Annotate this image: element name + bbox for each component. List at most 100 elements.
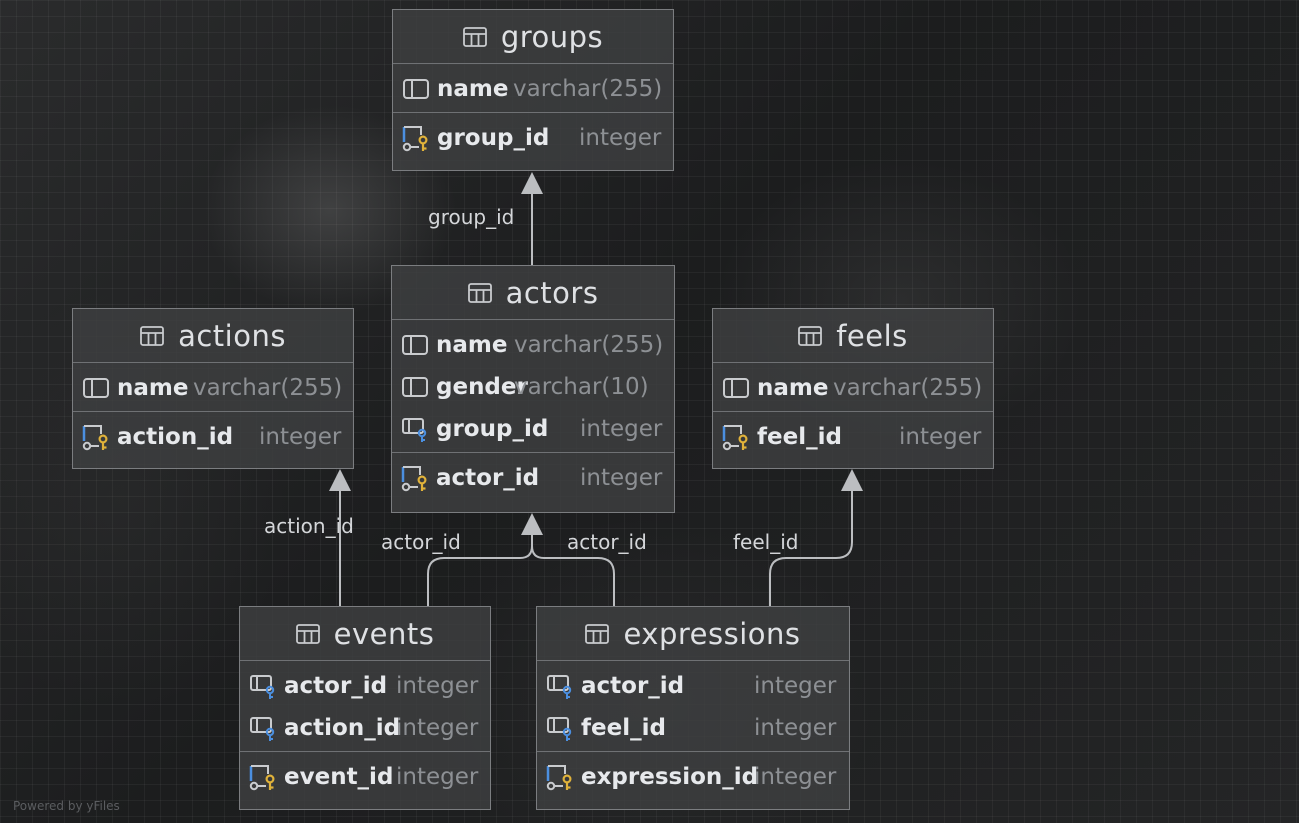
table-title: feels	[836, 318, 908, 353]
column-row[interactable]: feel_id integer	[713, 416, 993, 458]
relation-label-group-id: group_id	[428, 205, 515, 229]
column-type: integer	[396, 764, 479, 790]
table-header[interactable]: groups	[393, 10, 673, 64]
relation-label-action-id: action_id	[264, 514, 354, 538]
column-name: group_id	[437, 125, 550, 151]
table-header[interactable]: actors	[392, 266, 674, 320]
column-type: integer	[579, 125, 662, 151]
column-name: actor_id	[284, 673, 388, 699]
column-name: feel_id	[757, 424, 842, 450]
relation-arrow-groups	[521, 172, 543, 194]
column-name: name	[436, 332, 508, 358]
column-row[interactable]: group_id integer	[393, 117, 673, 159]
column-name: feel_id	[581, 715, 666, 741]
relation-arrow-actors	[521, 513, 543, 535]
table-icon	[295, 623, 320, 644]
table-title: groups	[500, 19, 604, 54]
table-title: actions	[178, 318, 286, 353]
relation-arrow-actions	[329, 469, 351, 491]
table-header[interactable]: feels	[713, 309, 993, 363]
column-name: event_id	[284, 764, 394, 790]
column-type: varchar(255)	[833, 375, 983, 401]
column-row[interactable]: feel_id integer	[537, 707, 849, 749]
primary-key-icon	[721, 422, 751, 452]
relation-label-actor-id-events: actor_id	[381, 530, 461, 554]
relation-events-actors[interactable]	[427, 518, 533, 606]
column-row[interactable]: actor_id integer	[240, 665, 490, 707]
foreign-key-icon	[248, 671, 278, 701]
primary-key-icon	[400, 463, 430, 493]
relation-expressions-feels[interactable]	[769, 474, 853, 606]
column-type: varchar(255)	[513, 76, 663, 102]
foreign-key-icon	[545, 713, 575, 743]
column-icon	[401, 74, 431, 104]
column-type: integer	[754, 673, 837, 699]
column-name: action_id	[284, 715, 401, 741]
table-title: expressions	[623, 616, 801, 651]
column-name: name	[437, 76, 509, 102]
column-type: varchar(10)	[514, 374, 649, 400]
primary-key-icon	[401, 123, 431, 153]
column-row[interactable]: actor_id integer	[537, 665, 849, 707]
foreign-key-icon	[400, 414, 430, 444]
table-icon	[798, 325, 823, 346]
column-name: actor_id	[436, 465, 540, 491]
column-type: integer	[580, 416, 663, 442]
column-section: feel_id integer	[713, 412, 993, 460]
table-header[interactable]: events	[240, 607, 490, 661]
column-icon	[400, 330, 430, 360]
primary-key-icon	[248, 762, 278, 792]
primary-key-icon	[81, 422, 111, 452]
relation-label-feel-id: feel_id	[733, 530, 799, 554]
column-icon	[81, 373, 111, 403]
column-type: integer	[396, 673, 479, 699]
relation-arrow-feels	[841, 469, 863, 491]
powered-by-label: Powered by yFiles	[13, 799, 120, 813]
table-icon	[467, 282, 492, 303]
column-name: gender	[436, 374, 528, 400]
table-title: events	[333, 616, 435, 651]
column-type: integer	[396, 715, 479, 741]
column-name: group_id	[436, 416, 549, 442]
table-header[interactable]: expressions	[537, 607, 849, 661]
table-icon	[585, 623, 610, 644]
column-type: varchar(255)	[193, 375, 343, 401]
column-name: actor_id	[581, 673, 685, 699]
column-type: integer	[754, 715, 837, 741]
column-section: group_id integer	[393, 113, 673, 161]
foreign-key-icon	[248, 713, 278, 743]
column-type: integer	[899, 424, 982, 450]
column-name: name	[117, 375, 189, 401]
table-title: actors	[505, 275, 599, 310]
relation-expressions-actors[interactable]	[531, 545, 615, 606]
column-name: action_id	[117, 424, 234, 450]
table-header[interactable]: actions	[73, 309, 353, 363]
foreign-key-icon	[545, 671, 575, 701]
column-row[interactable]: group_id integer	[392, 408, 674, 450]
primary-key-icon	[545, 762, 575, 792]
